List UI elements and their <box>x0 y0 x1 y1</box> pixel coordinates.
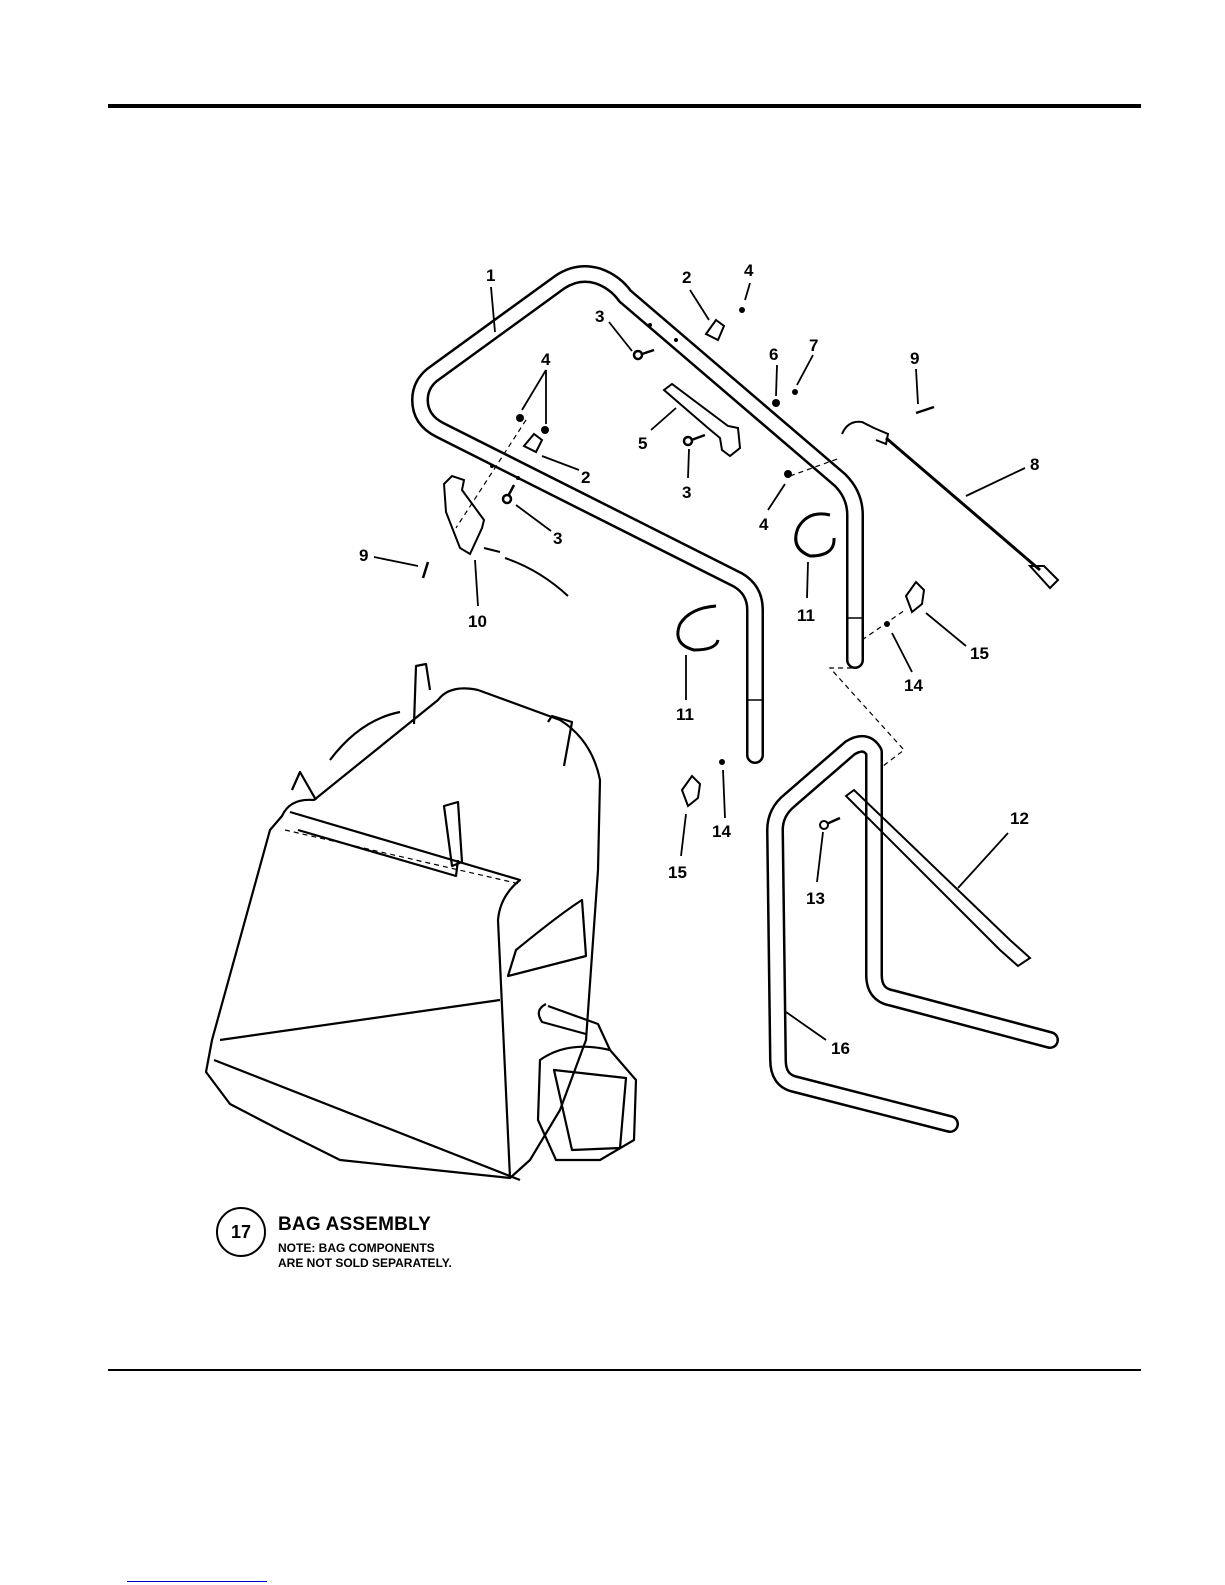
callout-14-right: 14 <box>904 676 923 695</box>
callout-4-right: 4 <box>759 515 769 534</box>
callout-7: 7 <box>809 336 818 355</box>
callout-2-left: 2 <box>581 468 590 487</box>
bag-assembly-note: NOTE: BAG COMPONENTS ARE NOT SOLD SEPARA… <box>278 1241 452 1271</box>
callout-17: 17 <box>231 1222 251 1243</box>
callout-labels: 1 2 4 3 4 6 7 9 8 5 3 2 3 4 9 10 11 11 1… <box>359 261 1039 1058</box>
callout-5: 5 <box>638 434 647 453</box>
callout-3-top: 3 <box>595 307 604 326</box>
assembly-lines <box>285 420 905 884</box>
footer-link-underline[interactable] <box>127 1580 267 1582</box>
callout-4-top: 4 <box>744 261 754 280</box>
callout-10: 10 <box>468 612 487 631</box>
callout-9-right: 9 <box>910 349 919 368</box>
callout-16: 16 <box>831 1039 850 1058</box>
callout-3-left: 3 <box>553 529 562 548</box>
bag-note-line-1: NOTE: BAG COMPONENTS <box>278 1241 452 1256</box>
callout-3-mid: 3 <box>682 483 691 502</box>
callout-12: 12 <box>1010 809 1029 828</box>
lower-handle <box>775 744 1050 1124</box>
callout-11-right: 11 <box>797 606 815 625</box>
callout-15-right: 15 <box>970 644 989 663</box>
callout-4-left: 4 <box>541 350 551 369</box>
hardware-dots <box>490 307 890 765</box>
leader-lines <box>374 283 1025 1040</box>
bag-assembly <box>206 664 636 1180</box>
callout-8: 8 <box>1030 455 1039 474</box>
callout-11-left: 11 <box>676 705 694 724</box>
upper-handle <box>420 274 862 755</box>
callout-9-left: 9 <box>359 546 368 565</box>
callout-6: 6 <box>769 345 778 364</box>
callout-17-circle: 17 <box>216 1207 266 1257</box>
control-cable <box>423 407 1058 588</box>
callout-14-left: 14 <box>712 822 731 841</box>
callout-1: 1 <box>486 266 495 285</box>
callout-2-top: 2 <box>682 268 691 287</box>
bag-note-line-2: ARE NOT SOLD SEPARATELY. <box>278 1256 452 1271</box>
callout-13: 13 <box>806 889 825 908</box>
support-rod <box>820 790 1030 966</box>
callout-15-left: 15 <box>668 863 687 882</box>
bottom-rule <box>108 1369 1141 1371</box>
bag-assembly-title: BAG ASSEMBLY <box>278 1214 431 1236</box>
